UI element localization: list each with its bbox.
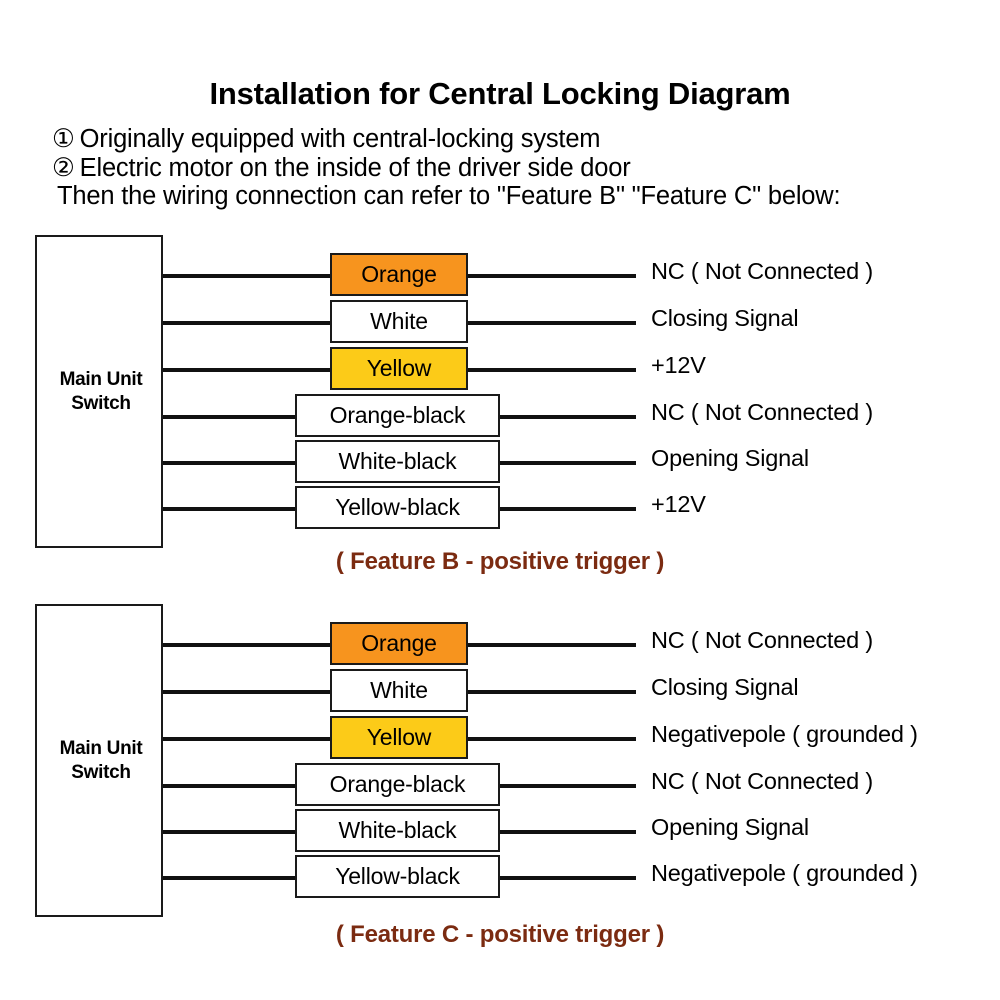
signal-label: NC ( Not Connected ) bbox=[651, 768, 873, 794]
wire-segment-left bbox=[163, 784, 295, 788]
wire-segment-left bbox=[163, 690, 330, 694]
wire-label-box: Orange-black bbox=[295, 763, 500, 806]
signal-label: Opening Signal bbox=[651, 814, 809, 840]
wire-row: Yellow +12V bbox=[0, 347, 1000, 393]
wiring-diagram-feature-b: Main Unit Switch Orange NC ( Not Connecte… bbox=[0, 228, 1000, 575]
list-marker-1: ① bbox=[52, 125, 75, 153]
wire-label-box: Yellow-black bbox=[295, 486, 500, 529]
wire-segment-right bbox=[468, 274, 636, 278]
wire-segment-left bbox=[163, 461, 295, 465]
signal-label: +12V bbox=[651, 352, 706, 378]
wire-segment-right bbox=[500, 830, 636, 834]
list-marker-2: ② bbox=[52, 154, 75, 182]
wire-row: Yellow Negativepole ( grounded ) bbox=[0, 716, 1000, 762]
wire-label-text: White-black bbox=[338, 448, 457, 474]
wire-segment-right bbox=[500, 876, 636, 880]
wire-label-text: Yellow-black bbox=[335, 494, 460, 520]
wire-row: White Closing Signal bbox=[0, 669, 1000, 715]
signal-label: NC ( Not Connected ) bbox=[651, 627, 873, 653]
wire-segment-left bbox=[163, 274, 330, 278]
wire-label-box: White-black bbox=[295, 440, 500, 483]
wire-row: Orange NC ( Not Connected ) bbox=[0, 253, 1000, 299]
page-title: Installation for Central Locking Diagram bbox=[209, 76, 791, 111]
main-unit-label: Main Unit Switch bbox=[37, 737, 165, 785]
main-unit-label: Main Unit Switch bbox=[37, 368, 165, 416]
wire-segment-right bbox=[468, 737, 636, 741]
wire-segment-right bbox=[468, 321, 636, 325]
wire-label-text: Yellow bbox=[366, 355, 432, 381]
wire-row: Orange-black NC ( Not Connected ) bbox=[0, 763, 1000, 809]
wire-label-box: Yellow bbox=[330, 716, 468, 759]
wire-label-box: White bbox=[330, 300, 468, 343]
feature-caption-c: ( Feature C - positive trigger ) bbox=[335, 921, 665, 948]
wire-label-box: Orange-black bbox=[295, 394, 500, 437]
wire-label-box: White-black bbox=[295, 809, 500, 852]
main-unit-box: Main Unit Switch bbox=[35, 235, 163, 548]
wire-row: White Closing Signal bbox=[0, 300, 1000, 346]
signal-label: Closing Signal bbox=[651, 305, 799, 331]
wire-label-text: White bbox=[370, 677, 428, 703]
wire-segment-right bbox=[500, 415, 636, 419]
wire-segment-left bbox=[163, 321, 330, 325]
wire-label-text: Orange-black bbox=[329, 771, 466, 797]
intro-text-1: Originally equipped with central-locking… bbox=[79, 125, 601, 153]
wire-label-text: Yellow-black bbox=[335, 863, 460, 889]
wire-label-box: Orange bbox=[330, 622, 468, 665]
wire-label-box: Yellow bbox=[330, 347, 468, 390]
wire-row: Yellow-black +12V bbox=[0, 486, 1000, 532]
wire-segment-right bbox=[500, 507, 636, 511]
wire-label-text: White bbox=[370, 308, 428, 334]
signal-label: Opening Signal bbox=[651, 445, 809, 471]
signal-label: NC ( Not Connected ) bbox=[651, 399, 873, 425]
signal-label: Negativepole ( grounded ) bbox=[651, 860, 918, 886]
wire-label-text: Orange bbox=[361, 261, 437, 287]
wiring-diagram-feature-c: Main Unit Switch Orange NC ( Not Connecte… bbox=[0, 597, 1000, 948]
wire-segment-left bbox=[163, 415, 295, 419]
wire-label-box: Yellow-black bbox=[295, 855, 500, 898]
wire-label-text: White-black bbox=[338, 817, 457, 843]
wire-segment-left bbox=[163, 507, 295, 511]
intro-line-3: Then the wiring connection can refer to … bbox=[57, 182, 841, 211]
wire-segment-right bbox=[468, 368, 636, 372]
wire-segment-left bbox=[163, 368, 330, 372]
signal-label: Closing Signal bbox=[651, 674, 799, 700]
main-unit-label-line1: Main Unit bbox=[59, 738, 143, 759]
wire-segment-left bbox=[163, 737, 330, 741]
wire-segment-left bbox=[163, 876, 295, 880]
wire-label-text: Orange bbox=[361, 630, 437, 656]
main-unit-label-line1: Main Unit bbox=[59, 369, 143, 390]
signal-label: NC ( Not Connected ) bbox=[651, 258, 873, 284]
wire-segment-left bbox=[163, 830, 295, 834]
wire-row: White-black Opening Signal bbox=[0, 809, 1000, 855]
feature-caption-b: ( Feature B - positive trigger ) bbox=[335, 548, 665, 575]
wire-segment-left bbox=[163, 643, 330, 647]
wire-segment-right bbox=[500, 461, 636, 465]
wire-label-text: Yellow bbox=[366, 724, 432, 750]
main-unit-label-line2: Switch bbox=[71, 393, 131, 414]
intro-text-2: Electric motor on the inside of the driv… bbox=[79, 154, 631, 182]
wire-row: Orange-black NC ( Not Connected ) bbox=[0, 394, 1000, 440]
wire-label-box: White bbox=[330, 669, 468, 712]
signal-label: Negativepole ( grounded ) bbox=[651, 721, 918, 747]
wire-segment-right bbox=[500, 784, 636, 788]
wire-label-text: Orange-black bbox=[329, 402, 466, 428]
wire-row: Yellow-black Negativepole ( grounded ) bbox=[0, 855, 1000, 901]
wire-row: White-black Opening Signal bbox=[0, 440, 1000, 486]
intro-text-3: Then the wiring connection can refer to … bbox=[57, 182, 841, 210]
wire-segment-right bbox=[468, 690, 636, 694]
wire-row: Orange NC ( Not Connected ) bbox=[0, 622, 1000, 668]
main-unit-box: Main Unit Switch bbox=[35, 604, 163, 917]
wire-segment-right bbox=[468, 643, 636, 647]
wire-label-box: Orange bbox=[330, 253, 468, 296]
signal-label: +12V bbox=[651, 491, 706, 517]
main-unit-label-line2: Switch bbox=[71, 762, 131, 783]
